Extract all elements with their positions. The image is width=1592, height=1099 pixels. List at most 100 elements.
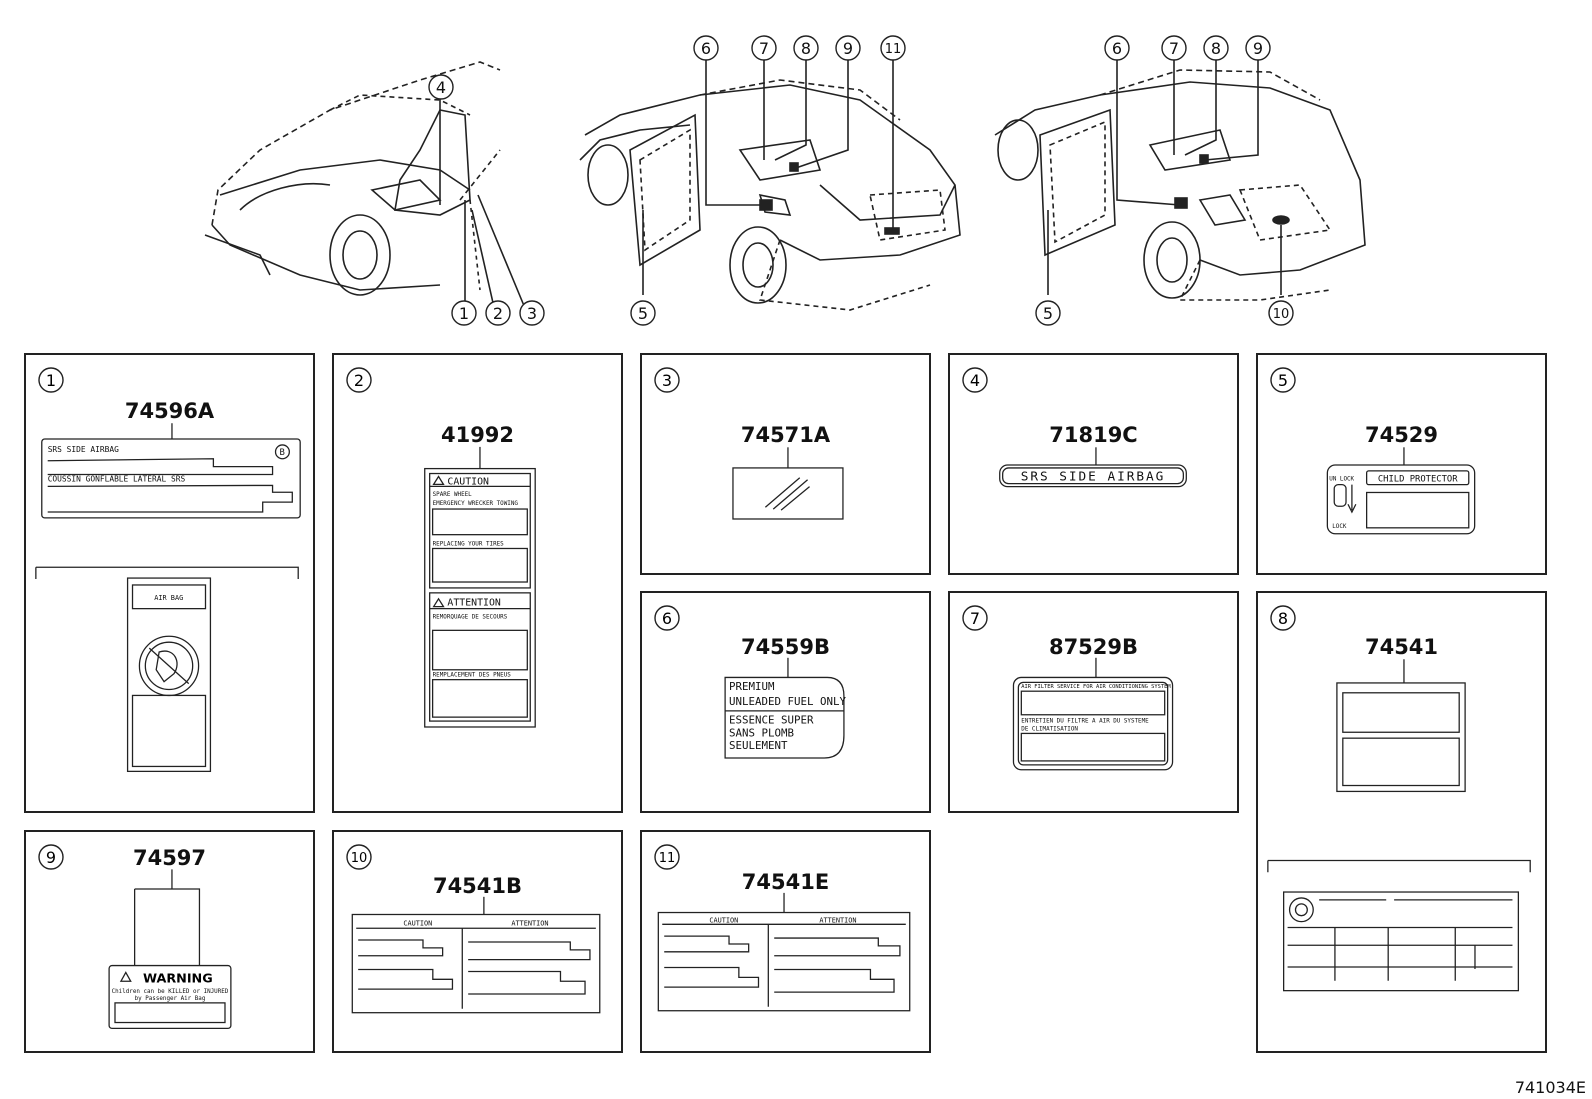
callout-5b: 5 (1035, 300, 1061, 326)
callout-2: 2 (485, 300, 511, 326)
callout-8b: 8 (1203, 35, 1229, 61)
svg-text:WARNING: WARNING (143, 971, 213, 986)
part-number: 74541E (741, 870, 830, 894)
svg-text:8: 8 (1211, 39, 1221, 58)
svg-text:10: 10 (1273, 307, 1290, 322)
svg-text:4: 4 (436, 78, 446, 97)
svg-text:Children can be KILLED or INJU: Children can be KILLED or INJURED (112, 989, 229, 995)
svg-text:B: B (279, 448, 284, 458)
svg-text:CAUTION: CAUTION (447, 476, 489, 487)
sedan-rear-view (579, 60, 961, 311)
svg-text:PREMIUM: PREMIUM (729, 680, 775, 693)
label-artwork: CAUTION SPARE WHEEL EMERGENCY WRECKER TO… (424, 446, 536, 728)
svg-text:9: 9 (46, 848, 56, 867)
svg-text:1: 1 (46, 371, 56, 390)
part-number: 74541B (432, 874, 523, 898)
label-artwork: CAUTION ATTENTION (351, 896, 601, 1014)
svg-text:SRS SIDE AIRBAG: SRS SIDE AIRBAG (48, 445, 119, 454)
callout-3: 3 (519, 300, 545, 326)
label-artwork: SRS SIDE AIRBAG (999, 447, 1187, 488)
svg-text:DE CLIMATISATION: DE CLIMATISATION (1021, 726, 1078, 732)
label-artwork (732, 447, 844, 520)
svg-text:AIR FILTER SERVICE FOR AIR CON: AIR FILTER SERVICE FOR AIR CONDITIONING … (1021, 684, 1171, 690)
svg-text:9: 9 (1253, 39, 1263, 58)
svg-text:7: 7 (970, 609, 980, 628)
diagram-code: 741034E (1514, 1078, 1586, 1097)
panel-number-badge: 1 (38, 367, 64, 393)
callout-4: 4 (428, 74, 454, 100)
svg-text:1: 1 (459, 304, 469, 323)
callout-11: 11 (880, 35, 906, 61)
part-number: 74597 (132, 846, 207, 870)
part-number: 74529 (1364, 423, 1439, 447)
svg-text:2: 2 (493, 304, 503, 323)
part-number: 74559B (740, 635, 831, 659)
panel-number-badge: 7 (962, 605, 988, 631)
panel-1: 1 74596A SRS SIDE AIRBAG COUSSIN GONFLAB… (24, 353, 315, 813)
svg-text:6: 6 (1112, 39, 1122, 58)
svg-text:EMERGENCY WRECKER TOWING: EMERGENCY WRECKER TOWING (433, 501, 519, 507)
svg-text:REPLACING YOUR TIRES: REPLACING YOUR TIRES (433, 542, 505, 548)
sedan-front-view (204, 61, 533, 326)
svg-text:11: 11 (659, 851, 676, 866)
svg-text:5: 5 (638, 304, 648, 323)
svg-text:8: 8 (1278, 609, 1288, 628)
part-number: 74571A (740, 423, 831, 447)
callout-8: 8 (793, 35, 819, 61)
svg-text:ATTENTION: ATTENTION (511, 919, 548, 927)
panel-number-badge: 8 (1270, 605, 1296, 631)
svg-text:5: 5 (1043, 304, 1053, 323)
svg-text:AIR BAG: AIR BAG (154, 594, 183, 602)
panel-number-badge: 2 (346, 367, 372, 393)
label-artwork: WARNING Children can be KILLED or INJURE… (108, 869, 232, 1030)
svg-text:7: 7 (759, 39, 769, 58)
label-artwork: AIR FILTER SERVICE FOR AIR CONDITIONING … (1012, 657, 1174, 771)
panel-number-badge: 6 (654, 605, 680, 631)
svg-text:3: 3 (527, 304, 537, 323)
panel-6: 6 74559B PREMIUM UNLEADED FUEL ONLY ESSE… (640, 591, 931, 813)
panel-5: 5 74529 UN LOCK LOCK CHILD PROTECTOR (1256, 353, 1547, 575)
svg-text:REMORQUAGE DE SECOURS: REMORQUAGE DE SECOURS (433, 615, 508, 621)
svg-text:3: 3 (662, 371, 672, 390)
callout-6: 6 (693, 35, 719, 61)
panel-3: 3 74571A (640, 353, 931, 575)
panel-11: 11 74541E CAUTION ATTENTION (640, 830, 931, 1053)
svg-text:CAUTION: CAUTION (403, 919, 432, 927)
panel-4: 4 71819C SRS SIDE AIRBAG (948, 353, 1239, 575)
svg-text:UNLEADED FUEL ONLY: UNLEADED FUEL ONLY (729, 695, 847, 708)
label-artwork: PREMIUM UNLEADED FUEL ONLY ESSENCE SUPER… (724, 657, 847, 759)
svg-text:9: 9 (843, 39, 853, 58)
svg-text:5: 5 (1278, 371, 1288, 390)
svg-text:ESSENCE SUPER: ESSENCE SUPER (729, 714, 814, 727)
vehicle-illustrations: 4 1 2 3 6 7 8 9 11 5 6 7 8 9 5 10 (204, 35, 1366, 326)
panel-8: 8 74541 (1256, 591, 1547, 1053)
callout-6b: 6 (1104, 35, 1130, 61)
panel-number-badge: 9 (38, 844, 64, 870)
part-number: 41992 (440, 423, 515, 447)
callout-7b: 7 (1161, 35, 1187, 61)
svg-text:7: 7 (1169, 39, 1179, 58)
panel-number-badge: 5 (1270, 367, 1296, 393)
label-artwork: UN LOCK LOCK CHILD PROTECTOR (1326, 447, 1476, 535)
svg-text:6: 6 (662, 609, 672, 628)
panel-number-badge: 10 (346, 844, 372, 870)
callout-1: 1 (451, 300, 477, 326)
svg-text:10: 10 (351, 851, 368, 866)
svg-text:SEULEMENT: SEULEMENT (729, 739, 788, 752)
callout-5: 5 (630, 300, 656, 326)
svg-text:by Passenger Air Bag: by Passenger Air Bag (135, 996, 206, 1002)
part-number: 71819C (1049, 423, 1138, 447)
svg-text:ATTENTION: ATTENTION (447, 598, 500, 609)
callout-9: 9 (835, 35, 861, 61)
part-number: 74596A (124, 399, 215, 423)
svg-text:SPARE WHEEL: SPARE WHEEL (433, 492, 473, 498)
svg-text:CAUTION: CAUTION (709, 916, 738, 924)
panel-number-badge: 4 (962, 367, 988, 393)
panel-9: 9 74597 WARNING Children can be KILLED o… (24, 830, 315, 1053)
svg-text:ATTENTION: ATTENTION (819, 916, 856, 924)
svg-text:COUSSIN GONFLABLE LATERAL SRS: COUSSIN GONFLABLE LATERAL SRS (48, 474, 186, 483)
label-artwork: CAUTION ATTENTION (657, 892, 911, 1012)
svg-text:11: 11 (885, 42, 902, 57)
callout-7: 7 (751, 35, 777, 61)
panel-10: 10 74541B CAUTION ATTENTION (332, 830, 623, 1053)
